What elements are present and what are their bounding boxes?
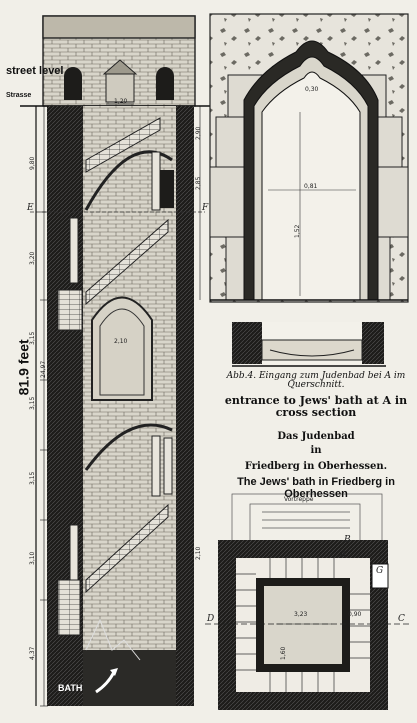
strasse-label: Strasse (6, 92, 32, 99)
bath-label: BATH (58, 683, 83, 693)
bath-arrow-icon (95, 671, 116, 694)
dim-r1: 2,90 (195, 126, 202, 140)
tower-section (20, 15, 210, 707)
marker-d: D (207, 614, 215, 624)
marker-c: C (398, 614, 405, 624)
dim-r2: 2,10 (195, 546, 202, 560)
floor-plan (205, 493, 410, 710)
marker-f: F (202, 203, 209, 213)
caption-english: entrance to Jews' bath at A in cross sec… (224, 394, 408, 419)
dim-h8: 3,10 (29, 551, 36, 565)
dim-h4: 3,15 (29, 331, 36, 345)
marker-b: B (344, 535, 351, 545)
caption-german: Abb.4. Eingang zum Judenbad bei A im Que… (226, 371, 406, 391)
dim-plan-a: 3,23 (294, 611, 308, 618)
dim-h6: 3,15 (29, 396, 36, 410)
dim-width-top: 1,20 (114, 98, 128, 105)
title-german: Das Judenbad (277, 431, 355, 442)
dim-plan-c: 1,60 (280, 646, 287, 660)
dim-arch-w: 2,10 (114, 338, 128, 345)
marker-g: G (376, 566, 384, 576)
dim-h3: 3,20 (29, 251, 36, 265)
marker-a: A (340, 550, 347, 560)
street-level-label: street level (6, 65, 64, 77)
title-english: The Jews' bath in Friedberg in Oberhesse… (237, 476, 395, 500)
dim-door-h: 1,52 (294, 224, 301, 238)
dim-h1: 9,80 (29, 156, 36, 170)
dim-h5: 24,97 (40, 360, 47, 378)
dim-h9: 4,37 (29, 646, 36, 660)
dim-door-w: 0,81 (304, 183, 318, 190)
window-right (156, 67, 174, 100)
dim-plan-b: 0,90 (348, 611, 362, 618)
dim-h7: 3,15 (29, 471, 36, 485)
entrance-section (232, 322, 386, 367)
place-german: Friedberg in Oberhessen. (244, 461, 388, 472)
marker-e: E (27, 203, 34, 213)
doorway-section (209, 13, 409, 303)
dim-h2: 2,85 (195, 176, 202, 190)
dim-door-top: 0,30 (305, 86, 319, 93)
window-left (64, 67, 82, 100)
title-in: in (310, 445, 322, 456)
vortreppe-label: Vortreppe (284, 496, 314, 503)
